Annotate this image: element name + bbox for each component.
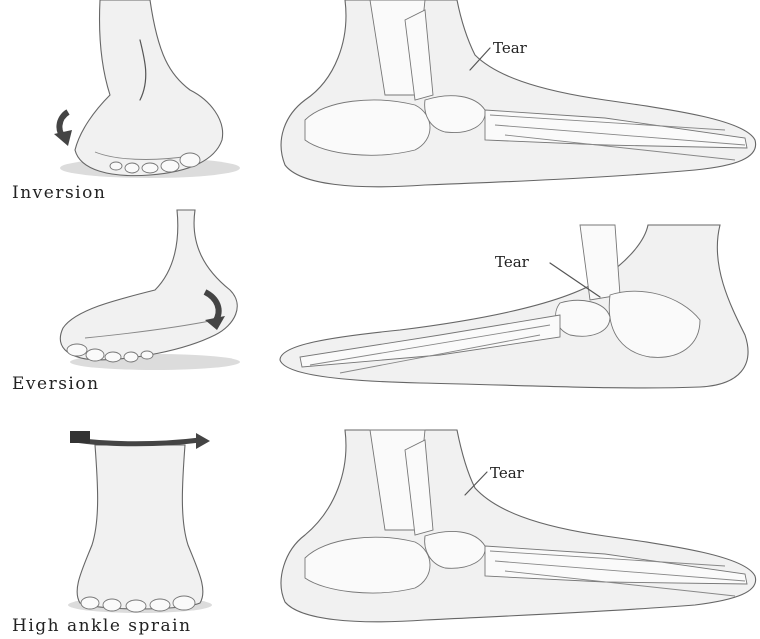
eversion-tear-callout: Tear (495, 253, 530, 271)
high-ankle-skeleton: Tear (275, 430, 760, 630)
high-ankle-foot-illustration (60, 425, 220, 615)
inversion-label: Inversion (12, 183, 106, 203)
eversion-label: Eversion (12, 374, 100, 394)
inversion-tear-callout: Tear (493, 39, 528, 57)
eversion-foot-illustration (55, 210, 270, 370)
eversion-ankle-skeleton: Tear (280, 225, 760, 400)
high-ankle-tear-callout: Tear (490, 464, 525, 482)
curved-inversion-arrow-icon (54, 112, 72, 146)
high-ankle-sprain-label: High ankle sprain (12, 616, 192, 636)
inversion-ankle-skeleton: Tear (275, 0, 760, 195)
inversion-foot-illustration (40, 0, 240, 185)
